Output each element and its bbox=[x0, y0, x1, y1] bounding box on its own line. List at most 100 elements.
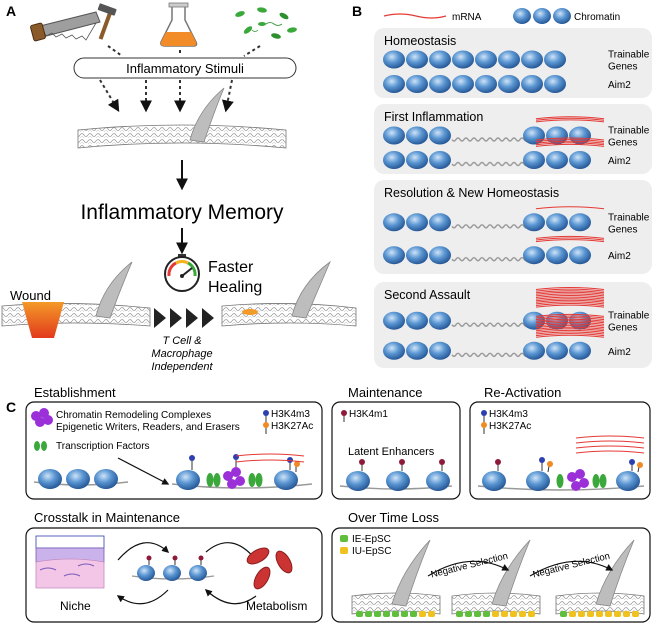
healed-skin-illustration bbox=[221, 260, 357, 327]
aim2-label: Aim2 bbox=[608, 251, 631, 262]
stage-title: Homeostasis bbox=[384, 34, 456, 48]
nucleosome bbox=[429, 151, 451, 169]
mrna-strand bbox=[535, 328, 605, 332]
mrna-strand bbox=[535, 139, 605, 143]
tf-legend-label: Transcription Factors bbox=[56, 441, 150, 452]
iu-epsc-cell bbox=[596, 611, 603, 617]
ie-epsc-cell bbox=[483, 611, 490, 617]
hair-follicle bbox=[595, 539, 635, 607]
mrna-strand bbox=[535, 295, 605, 298]
niche-illustration bbox=[35, 535, 105, 589]
remodeler-legend-icon bbox=[31, 408, 53, 427]
mrna-strand bbox=[535, 321, 605, 325]
establishment-after-chromatin bbox=[171, 453, 313, 490]
h3k27ac-legend-icon bbox=[263, 422, 269, 434]
epigenetic-legend-label: Epigenetic Writers, Readers, and Erasers bbox=[56, 422, 240, 433]
mitochondria-icon bbox=[246, 547, 293, 590]
aim2-chromatin-right bbox=[523, 151, 591, 169]
skin-timepoint-1 bbox=[351, 539, 441, 617]
nucleosome bbox=[406, 50, 428, 69]
establishment-before-chromatin bbox=[33, 469, 129, 489]
mrna-strand bbox=[535, 119, 605, 123]
saw-hammer-icon bbox=[30, 3, 117, 42]
iu-epsc-legend-icon bbox=[340, 547, 348, 554]
mrna-strand bbox=[535, 325, 605, 329]
metabolism-label: Metabolism bbox=[246, 599, 307, 613]
nucleosome bbox=[523, 126, 545, 145]
trainable-genes-chromatin-left bbox=[383, 126, 451, 145]
trainable-linker bbox=[451, 137, 533, 142]
flask-icon bbox=[160, 2, 198, 47]
reactivation-mrna bbox=[575, 435, 645, 454]
nucleosome bbox=[406, 126, 428, 145]
nucleosome bbox=[383, 213, 405, 232]
trainable-label: Trainable bbox=[608, 50, 650, 61]
chromatin-legend-label: Chromatin bbox=[574, 12, 620, 23]
nucleosome bbox=[406, 341, 428, 360]
ie-epsc-cell bbox=[356, 611, 363, 617]
nucleosome bbox=[429, 341, 451, 360]
mrna-strand bbox=[535, 137, 605, 141]
establishment-arrow bbox=[117, 457, 170, 485]
mrna-strand bbox=[535, 320, 605, 324]
nucleosome bbox=[569, 213, 591, 232]
maintenance-chromatin bbox=[339, 459, 453, 491]
ie-epsc-cell bbox=[410, 611, 417, 617]
ie-epsc-cell bbox=[474, 611, 481, 617]
h3k27ac-legend-label: H3K27Ac bbox=[271, 421, 313, 432]
skin-illustration-top bbox=[77, 87, 287, 149]
nucleosome bbox=[406, 75, 428, 93]
ie-epsc-cell bbox=[365, 611, 372, 617]
ie-epsc-legend-label: IE-EpSC bbox=[352, 534, 391, 545]
negative-selection-arrow-2 bbox=[529, 560, 614, 577]
chromatin-legend-icon bbox=[513, 8, 571, 24]
mrna-strand bbox=[535, 239, 605, 243]
nucleosome bbox=[406, 246, 428, 265]
over-time-skins bbox=[351, 539, 645, 617]
genes-label: Genes bbox=[608, 323, 637, 334]
nucleosome bbox=[523, 213, 545, 232]
iu-epsc-cell bbox=[519, 611, 526, 617]
tf-legend-icon bbox=[34, 441, 47, 451]
wound-label: Wound bbox=[10, 288, 51, 303]
mrna-strand bbox=[535, 323, 605, 327]
nucleosome bbox=[475, 50, 497, 69]
iu-epsc-cell bbox=[492, 611, 499, 617]
trainable-linker bbox=[451, 322, 533, 327]
aim2-mrna bbox=[535, 137, 605, 147]
nucleosome bbox=[498, 50, 520, 69]
nucleosome bbox=[546, 246, 568, 265]
nucleosome bbox=[406, 151, 428, 169]
mrna-strand bbox=[535, 287, 605, 290]
aim2-linker bbox=[451, 161, 533, 167]
mrna-strand bbox=[535, 143, 605, 147]
panel-b: B mRNA Chromatin HomeostasisTrainableGen… bbox=[352, 3, 652, 368]
trainable-genes-chromatin-left bbox=[383, 311, 451, 330]
mrna-strand bbox=[535, 142, 605, 146]
mrna-strand bbox=[535, 116, 605, 120]
mrna-strand bbox=[535, 331, 605, 335]
h3k4m1-legend-icon bbox=[341, 410, 347, 422]
mrna-strand bbox=[535, 318, 605, 322]
nucleosome bbox=[544, 75, 566, 93]
trainable-label: Trainable bbox=[608, 212, 650, 223]
nucleosome bbox=[452, 50, 474, 69]
aim2-chromatin-left bbox=[383, 341, 451, 360]
mrna-strand bbox=[535, 235, 605, 239]
stimuli-arrows bbox=[99, 45, 261, 113]
trainable-label: Trainable bbox=[608, 126, 650, 137]
nucleosome bbox=[429, 50, 451, 69]
ie-epsc-cell bbox=[392, 611, 399, 617]
mrna-strand bbox=[535, 288, 605, 292]
aim2-mrna bbox=[535, 235, 605, 243]
wounded-skin-illustration bbox=[1, 261, 151, 338]
ie-epsc-cell bbox=[374, 611, 381, 617]
iu-epsc-cell bbox=[578, 611, 585, 617]
iu-epsc-cell bbox=[614, 611, 621, 617]
aim2-chromatin-left bbox=[383, 246, 451, 265]
iu-epsc-cell bbox=[623, 611, 630, 617]
